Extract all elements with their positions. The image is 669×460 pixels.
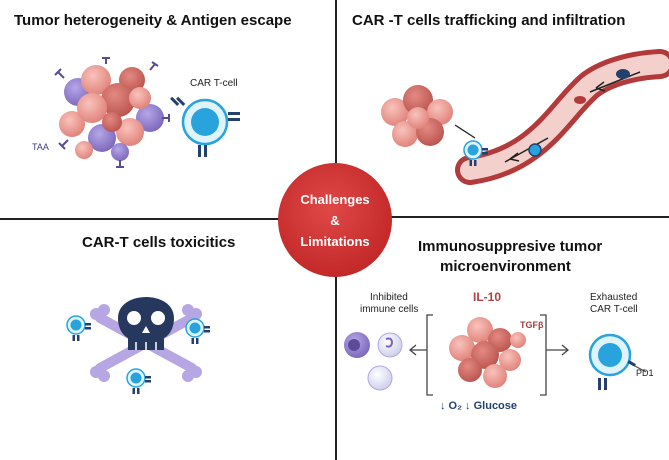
bracket-left xyxy=(408,314,433,396)
tumor-heterogeneity-title: Tumor heterogeneity & Antigen escape xyxy=(14,12,292,29)
exhausted-label-line2: CAR T-cell xyxy=(590,304,638,315)
infiltration-arrow xyxy=(454,124,476,139)
pd1-label: PD1 xyxy=(636,368,654,378)
immunosuppressive-title-line1: Immunosuppresive tumor xyxy=(418,238,603,255)
taa-antigen-markers xyxy=(54,57,170,168)
inhibited-immune-cells-icon xyxy=(344,332,403,391)
center-line-challenges: Challenges xyxy=(300,191,370,207)
inhibited-cells-label-line2: immune cells xyxy=(360,304,419,315)
taa-label: TAA xyxy=(32,142,49,152)
bracket-right xyxy=(540,314,570,396)
tumor-cluster-trafficking xyxy=(381,85,453,147)
center-line-ampersand: & xyxy=(330,212,340,228)
tgf-beta-label: TGFβ xyxy=(520,320,544,330)
skull-crossbones-icon xyxy=(90,297,202,382)
exhausted-label-line1: Exhausted xyxy=(590,292,638,303)
blood-vessel-icon xyxy=(455,49,669,185)
horizontal-divider-right xyxy=(389,216,669,218)
center-line-limitations: Limitations xyxy=(300,233,370,249)
tumor-cluster-heterogeneous xyxy=(54,57,170,168)
vertical-divider-bottom xyxy=(335,274,337,460)
hypoxia-glucose-label: ↓ O₂ ↓ Glucose xyxy=(440,400,518,412)
tumor-cluster-suppressive xyxy=(449,317,526,388)
il10-label: IL-10 xyxy=(473,290,502,304)
immunosuppressive-title-line2: microenvironment xyxy=(440,258,571,275)
toxicity-title: CAR-T cells toxicitics xyxy=(82,234,236,251)
trafficking-title: CAR -T cells trafficking and infiltratio… xyxy=(352,12,626,29)
inhibited-cells-label-line1: Inhibited xyxy=(370,292,408,303)
car-t-cell-large-icon xyxy=(170,96,240,157)
horizontal-divider-left xyxy=(0,218,282,220)
exhausted-car-t-cell-icon xyxy=(588,333,647,390)
challenges-limitations-circle: Challenges & Limitations xyxy=(278,163,392,277)
car-t-cell-label: CAR T-cell xyxy=(190,78,238,89)
vertical-divider-top xyxy=(335,0,337,165)
